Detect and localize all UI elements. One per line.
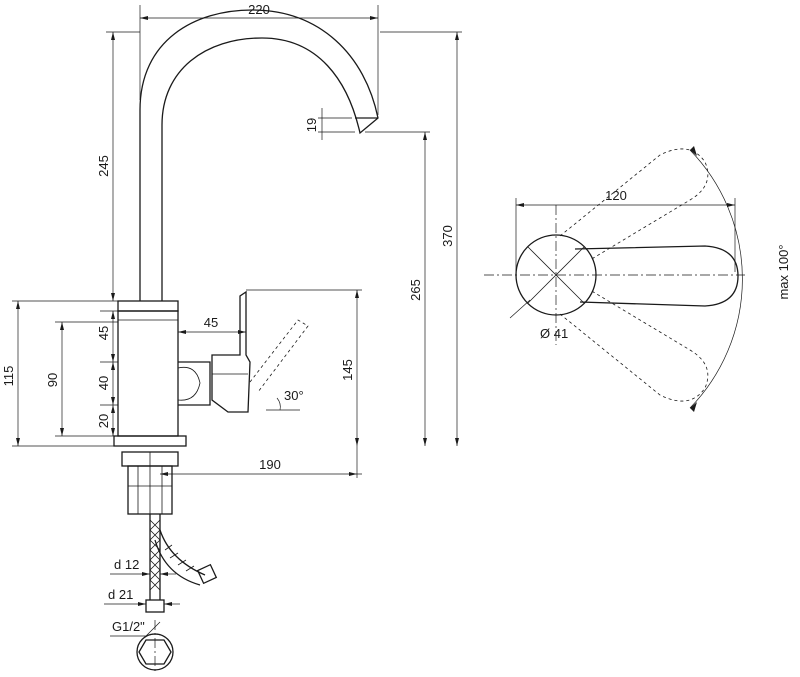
- top-handle-rotated-up: [559, 148, 709, 261]
- dim-spout-reach: 220: [248, 2, 270, 17]
- dim-mount-total: 115: [1, 366, 16, 387]
- hose-branch: [154, 529, 206, 586]
- dim-outlet-height: 265: [408, 279, 423, 301]
- hose-braid: [149, 519, 161, 591]
- dim-hose-inner: d 12: [114, 557, 139, 572]
- dim-top-length: 120: [605, 188, 627, 203]
- dim-body-total: 90: [45, 373, 60, 387]
- hose-main: [149, 514, 161, 600]
- dim-body-mid: 40: [96, 376, 111, 390]
- side-view-dimensions: 220 245 19 370 265 145 45: [1, 2, 462, 637]
- spout-collar: [117, 300, 179, 312]
- faucet-body: [117, 310, 179, 437]
- top-handle: [574, 245, 739, 307]
- hose-end-nut: [145, 599, 165, 613]
- dim-body-top: 45: [96, 326, 111, 340]
- top-body-circle: [515, 234, 597, 316]
- spout-outline: [139, 9, 379, 301]
- lever-handle: [211, 290, 251, 413]
- dim-body-bottom: 20: [96, 414, 111, 428]
- hose-fitting: [196, 563, 218, 585]
- top-handle-rotated-down: [559, 289, 709, 402]
- base-plate: [113, 435, 187, 447]
- dim-hose-outer: d 21: [108, 587, 133, 602]
- hose-branch-braid: [164, 544, 195, 572]
- dim-thread: G1/2": [112, 619, 145, 634]
- dim-outlet-drop: 19: [304, 118, 319, 132]
- dim-top-diameter: Ø 41: [540, 326, 568, 341]
- dim-handle-length: 45: [204, 315, 218, 330]
- dim-total-height: 370: [440, 225, 455, 247]
- cartridge-curve: [177, 366, 201, 401]
- dim-handle-angle: 30°: [284, 388, 304, 403]
- dim-base-reach: 190: [259, 457, 281, 472]
- diam-line-2: [527, 246, 585, 304]
- handle-tilted-outline: [249, 319, 309, 393]
- faucet-side-view: [113, 9, 379, 672]
- dim-spout-height: 245: [96, 155, 111, 177]
- faucet-top-view: 120 Ø 41 max 100°: [484, 146, 791, 412]
- hex-nut: [138, 639, 172, 665]
- dim-handle-height: 145: [340, 359, 355, 381]
- dim-rotation: max 100°: [776, 244, 791, 299]
- rotation-arc: [689, 149, 743, 409]
- cartridge: [178, 361, 211, 406]
